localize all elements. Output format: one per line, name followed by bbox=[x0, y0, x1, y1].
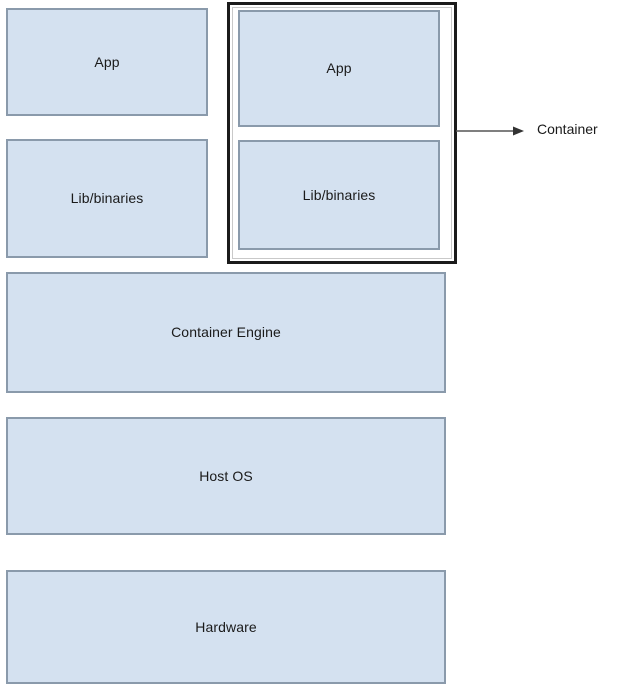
container-engine-box-label: Container Engine bbox=[171, 324, 281, 341]
lib-binaries-box-right: Lib/binaries bbox=[238, 140, 440, 250]
container-callout-label: Container bbox=[537, 121, 598, 137]
app-box-left: App bbox=[6, 8, 208, 116]
container-callout-arrow-icon bbox=[456, 126, 524, 136]
lib-binaries-box-left: Lib/binaries bbox=[6, 139, 208, 258]
app-box-left-label: App bbox=[94, 53, 120, 70]
container-engine-box: Container Engine bbox=[6, 272, 446, 393]
host-os-box: Host OS bbox=[6, 417, 446, 535]
app-box-right-label: App bbox=[326, 60, 352, 77]
lib-binaries-box-right-label: Lib/binaries bbox=[302, 186, 376, 203]
hardware-box-label: Hardware bbox=[195, 618, 257, 635]
lib-binaries-box-left-label: Lib/binaries bbox=[70, 190, 144, 207]
host-os-box-label: Host OS bbox=[199, 467, 253, 484]
app-box-right: App bbox=[238, 10, 440, 127]
hardware-box: Hardware bbox=[6, 570, 446, 684]
